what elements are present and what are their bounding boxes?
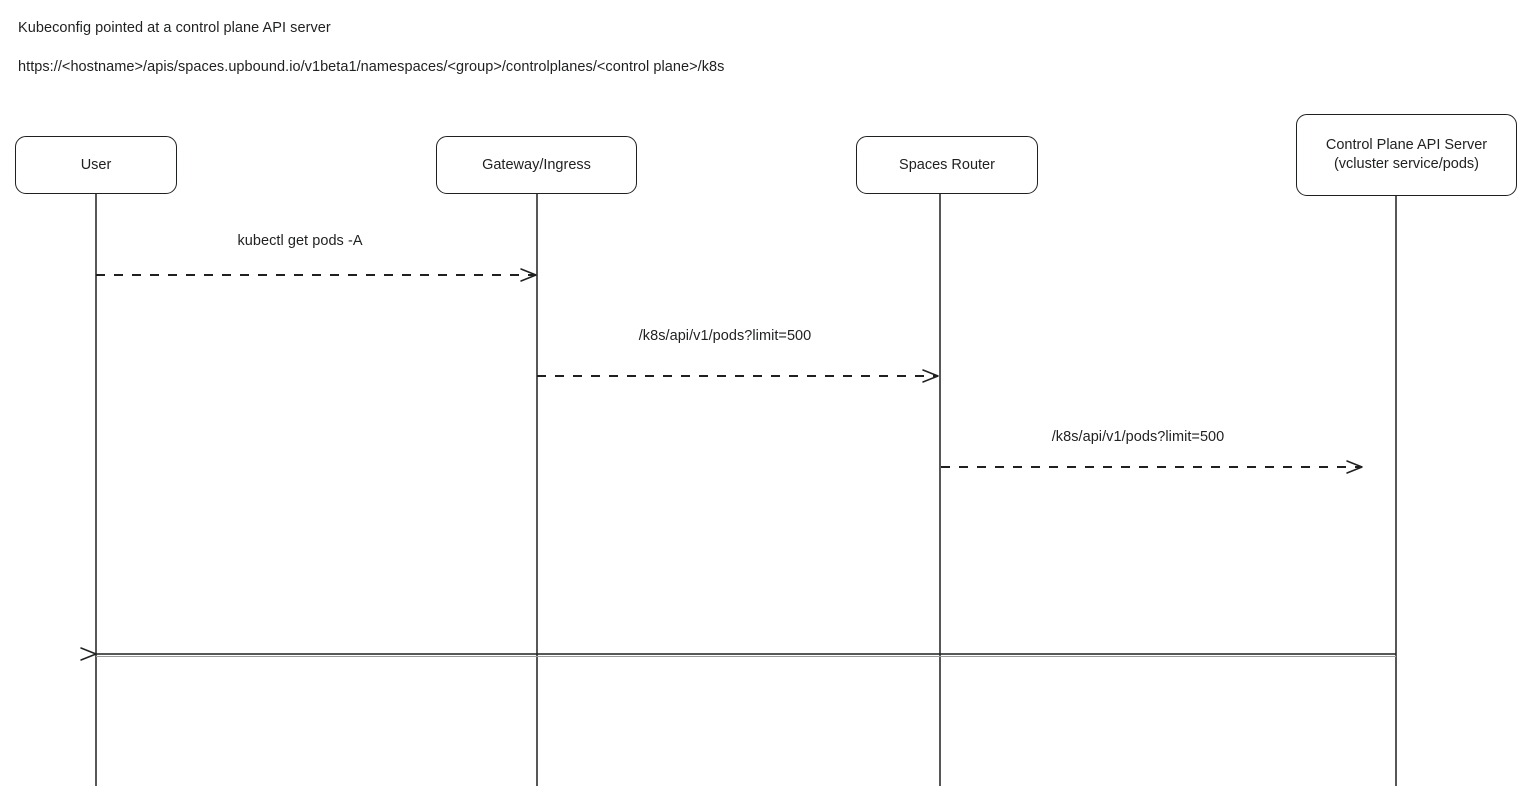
lifelines: [95, 194, 1397, 786]
participant-box-router[interactable]: Spaces Router: [856, 136, 1038, 194]
note-kubeconfig: Kubeconfig pointed at a control plane AP…: [18, 20, 331, 36]
participant-label-router: Spaces Router: [899, 156, 995, 173]
participant-label-gateway: Gateway/Ingress: [482, 156, 591, 173]
note-api-url: https://<hostname>/apis/spaces.upbound.i…: [18, 59, 725, 75]
message-label-0: kubectl get pods -A: [237, 233, 363, 249]
participant-box-apiserver[interactable]: Control Plane API Server (vcluster servi…: [1296, 114, 1517, 196]
message-label-1: /k8s/api/v1/pods?limit=500: [638, 328, 812, 344]
participant-box-gateway[interactable]: Gateway/Ingress: [436, 136, 637, 194]
message-arrows: [80, 268, 1396, 661]
message-label-2: /k8s/api/v1/pods?limit=500: [1051, 429, 1225, 445]
participant-box-user[interactable]: User: [15, 136, 177, 194]
participant-label-apiserver: Control Plane API Server (vcluster servi…: [1325, 137, 1488, 172]
participant-label-user: User: [80, 156, 112, 173]
